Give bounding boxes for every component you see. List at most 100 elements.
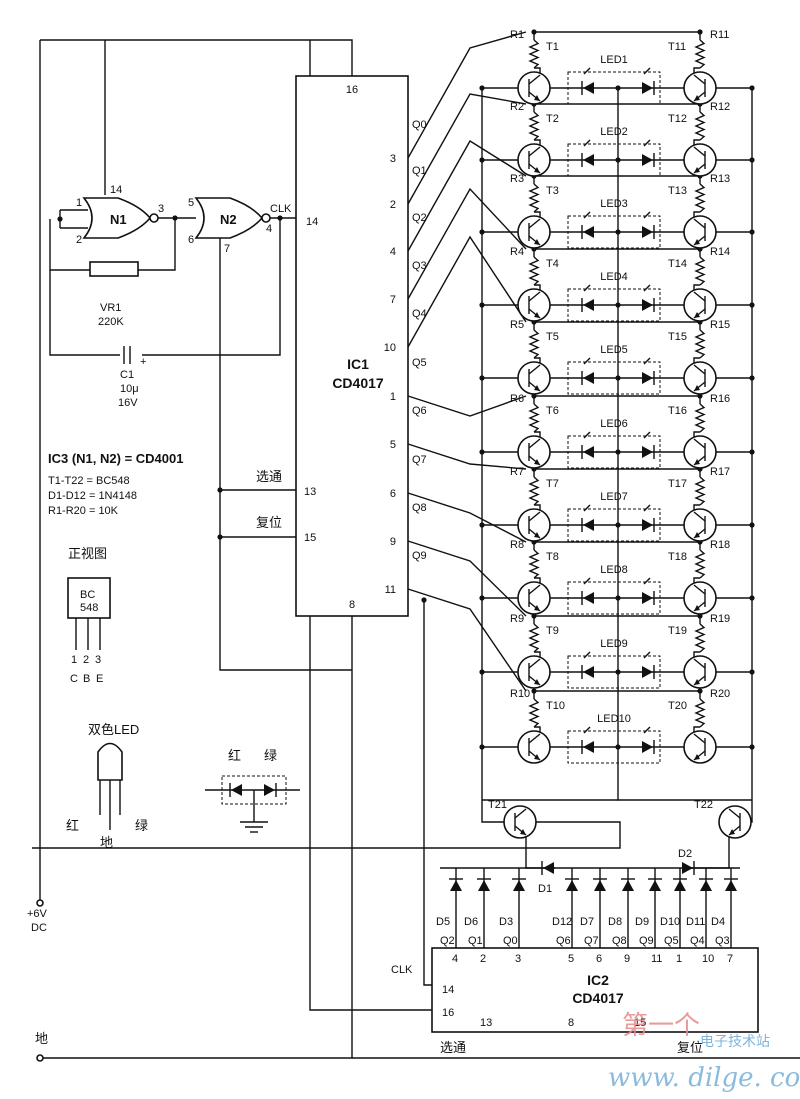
diode-triangle: [642, 299, 653, 311]
resistor-zigzag: [528, 549, 540, 579]
transistor-right-6: [683, 435, 717, 469]
resistor-right-2: [694, 111, 706, 141]
diode-d1-label: D1: [538, 883, 552, 895]
transistor-body: [517, 730, 551, 764]
led-box-9: [567, 655, 661, 689]
transistor-body: [517, 655, 551, 689]
resistor-zigzag: [694, 39, 706, 69]
diode-triangle: [583, 372, 594, 384]
row-led: LED10: [597, 713, 631, 725]
front-view-part-1: BC: [80, 589, 95, 601]
gate-n2-pin-b: 6: [188, 234, 194, 246]
ic2-diode-label: D5: [436, 916, 450, 928]
ic1-out-name: Q5: [412, 357, 427, 369]
ic2-diode-label: D10: [660, 916, 680, 928]
ic1-out-pin: 3: [390, 153, 396, 165]
row-t-right: T19: [668, 625, 687, 637]
ic1-out-pin: 4: [390, 246, 396, 258]
resistor-zigzag: [694, 476, 706, 506]
junction-dot: [479, 669, 485, 675]
ic1-output-wire: [407, 443, 527, 470]
junction-dot: [479, 449, 485, 455]
ground-terminal: [36, 1054, 44, 1062]
led-ray: [583, 431, 591, 439]
row-r-right: R13: [710, 173, 730, 185]
led-ray: [583, 651, 591, 659]
junction-dot: [217, 534, 223, 540]
transistor-collector: [528, 364, 541, 375]
label-strobe: 选通: [256, 469, 282, 484]
diode-triangle: [649, 880, 661, 891]
resistor-left-3: [528, 183, 540, 213]
row-t-right: T13: [668, 185, 687, 197]
transistor-left-4: [517, 288, 551, 322]
gate-n1-bubble: [149, 213, 159, 223]
resistor-right-5: [694, 329, 706, 359]
diode-triangle: [583, 154, 594, 166]
wire: [525, 835, 555, 869]
junction-dot: [479, 157, 485, 163]
row-led: LED5: [600, 344, 628, 356]
ic2-q-label: Q7: [584, 935, 599, 947]
led-ray: [643, 284, 651, 292]
led-red-9: [581, 665, 594, 679]
junction-dot: [479, 375, 485, 381]
ic1-out-name: Q1: [412, 165, 427, 177]
ic1-output-wire: [407, 31, 527, 159]
led-green-9: [642, 665, 655, 679]
power-vplus: +6V: [27, 908, 48, 920]
ic2-diode-7: [648, 878, 662, 891]
transistor-right-1: [683, 71, 717, 105]
transistor-left-7: [517, 508, 551, 542]
ic2-pin-label: 1: [676, 953, 682, 965]
diode-triangle: [478, 880, 490, 891]
diode-triangle: [583, 446, 594, 458]
row-t-left: T1: [546, 41, 559, 53]
diode-triangle: [513, 880, 525, 891]
ic2-pin-strobe: 13: [480, 1017, 492, 1029]
transistor-collector: [528, 658, 541, 669]
resistor-zigzag: [694, 256, 706, 286]
transistor-right-3: [683, 215, 717, 249]
front-view-pin-c: C: [70, 673, 78, 685]
led-red-10: [581, 740, 594, 754]
led-ray: [583, 504, 591, 512]
resistor-left-1: [528, 39, 540, 69]
transistor-collector: [528, 146, 541, 157]
led-box-10: [567, 730, 661, 764]
row-led: LED8: [600, 564, 628, 576]
led-box-5: [567, 361, 661, 395]
led-ray: [643, 431, 651, 439]
diode-triangle: [450, 880, 462, 891]
transistor-emitter-arrow: [534, 459, 540, 465]
gate-n2-pin-a: 5: [188, 197, 194, 209]
transistor-collector: [528, 511, 541, 522]
ic2-pin-reset: 15: [634, 1017, 646, 1029]
row-t-right: T14: [668, 258, 687, 270]
transistor-right-8: [683, 581, 717, 615]
resistor-left-10: [528, 698, 540, 728]
ic2-body: [431, 947, 759, 1033]
vdd-rail: [40, 39, 353, 76]
wires: [32, 29, 800, 1059]
led-ray: [643, 67, 651, 75]
junction-dot: [749, 595, 755, 601]
gate-n2-pin-out: 4: [266, 223, 272, 235]
row-t-right: T11: [668, 41, 686, 53]
note-ic3: IC3 (N1, N2) = CD4001: [48, 451, 183, 466]
resistor-zigzag: [694, 111, 706, 141]
led-ray: [643, 651, 651, 659]
front-view-part-2: 548: [80, 602, 98, 614]
resistor-right-8: [694, 549, 706, 579]
ic2-diode-3: [512, 878, 526, 891]
transistor-t21: [503, 805, 537, 839]
resistor-right-3: [694, 183, 706, 213]
led-ray: [643, 726, 651, 734]
junction-dot: [479, 522, 485, 528]
transistor-emitter-arrow: [534, 754, 540, 760]
gate-n2-clk: CLK: [270, 203, 292, 215]
junction-dot: [479, 229, 485, 235]
transistor-collector: [693, 584, 706, 595]
transistor-emitter-arrow: [694, 167, 700, 173]
led-green-7: [642, 518, 655, 532]
